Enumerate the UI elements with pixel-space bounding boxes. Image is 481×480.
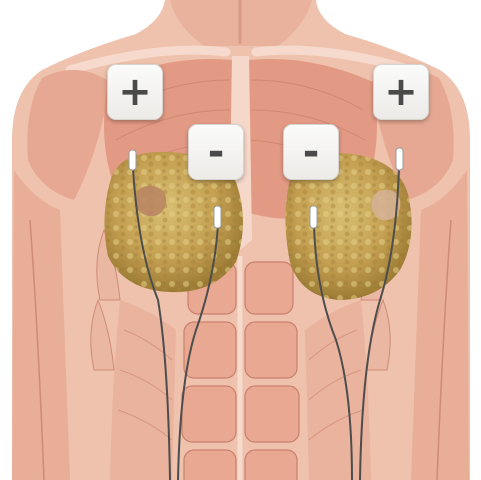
electrode-tip-left-positive — [129, 150, 136, 170]
left-positive-electrode-label: + — [107, 64, 163, 120]
left-negative-electrode-label: - — [188, 124, 244, 180]
right-positive-electrode-label: + — [373, 64, 429, 120]
electrode-tip-right-positive — [396, 148, 403, 170]
electrode-tip-left-negative — [214, 206, 221, 228]
right-negative-electrode-label: - — [283, 124, 339, 180]
electrode-tip-right-negative — [310, 206, 317, 228]
